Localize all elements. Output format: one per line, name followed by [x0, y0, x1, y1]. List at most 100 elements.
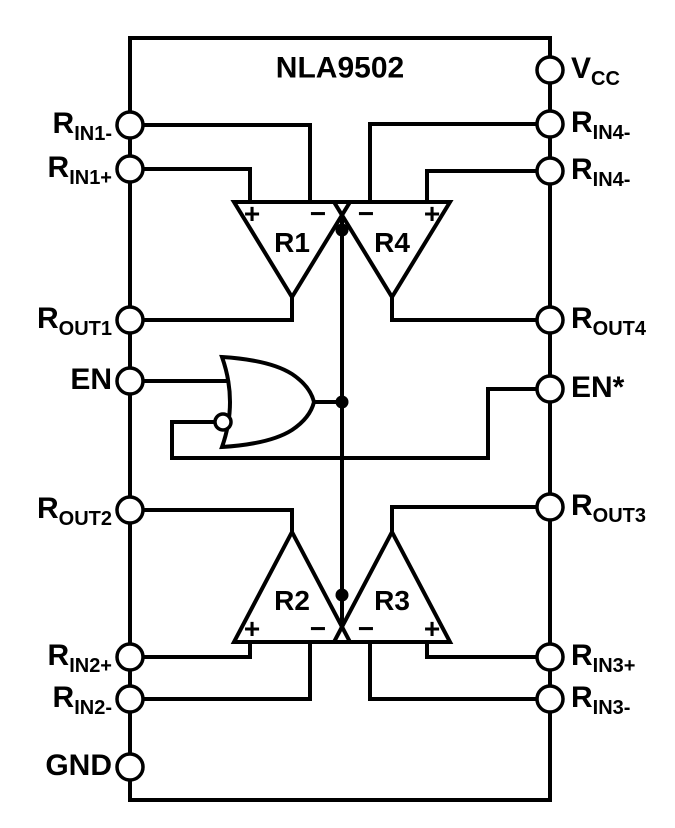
pin-label-sub: IN2- — [74, 696, 112, 719]
pin-label-sub: IN4- — [592, 168, 631, 191]
junction-dot-top — [335, 223, 349, 237]
pin-label-main: R — [571, 301, 593, 335]
pin-rin4-minus-1 — [535, 109, 565, 139]
pin-rin2-minus — [115, 684, 145, 714]
pin-rin1-minus — [115, 110, 145, 140]
amp-r2-triangle — [230, 527, 354, 644]
r1-minus-sign: − — [310, 198, 326, 229]
pin-label-en: EN — [70, 362, 112, 396]
r2-plus-sign: + — [244, 613, 260, 644]
pin-rin1-plus — [115, 154, 145, 184]
pin-label-main: R — [571, 638, 593, 672]
amp-r3-triangle — [330, 527, 454, 644]
junction-dot-middle — [335, 395, 349, 409]
pin-label-sub: OUT2 — [58, 507, 112, 530]
pin-label-sub: CC — [591, 67, 620, 90]
pin-label-rin1-plus: RIN1+ — [47, 150, 112, 188]
amp-label-r2: R2 — [274, 585, 310, 616]
r2-minus-sign: − — [310, 613, 326, 644]
pin-label-sub: IN1+ — [69, 166, 112, 189]
pin-label-main: R — [47, 638, 70, 672]
pin-label-rin1-minus: RIN1- — [52, 106, 112, 144]
pin-rout3 — [535, 492, 565, 522]
wire-rin3-plus — [425, 640, 537, 659]
r1-plus-sign: + — [244, 198, 260, 229]
pin-rin2-plus — [115, 642, 145, 672]
pin-en — [115, 366, 145, 396]
pin-label-en-star: EN* — [571, 370, 625, 404]
pin-label-rin2-minus: RIN2- — [52, 680, 112, 718]
pin-label-rin4-minus-2: RIN4- — [571, 152, 630, 190]
inverter-bubble — [213, 412, 233, 432]
pin-label-main: R — [571, 105, 593, 139]
pin-label-rin3-minus: RIN3- — [571, 680, 630, 718]
chip-title: NLA9502 — [275, 51, 405, 85]
pin-label-main: V — [571, 51, 592, 85]
pin-rin3-minus — [535, 684, 565, 714]
wire-rin2-plus — [143, 640, 252, 659]
pin-rin4-minus-2 — [535, 156, 565, 186]
wire-rin1-minus — [143, 123, 312, 204]
pin-label-gnd: GND — [45, 748, 112, 782]
amp-r1-triangle — [230, 200, 354, 301]
pin-label-sub: OUT4 — [592, 317, 647, 340]
pin-label-sub: IN3- — [592, 696, 631, 719]
pin-label-main: R — [36, 301, 59, 335]
pin-label-main: R — [52, 680, 75, 714]
wire-rout2 — [143, 508, 294, 534]
wire-rin1-plus — [143, 167, 252, 204]
pin-label-sub: IN1- — [74, 122, 112, 145]
pin-gnd — [115, 752, 145, 782]
pin-label-sub: IN2+ — [69, 654, 112, 677]
junction-dot-bottom — [335, 588, 349, 602]
pin-label-sub: IN4- — [592, 121, 631, 144]
r4-minus-sign: − — [358, 198, 374, 229]
pin-rout1 — [115, 305, 145, 335]
chip-outline — [128, 36, 552, 802]
r3-minus-sign: − — [358, 613, 374, 644]
wire-rin4-minus-1 — [368, 122, 537, 204]
amp-r4-triangle — [330, 200, 454, 301]
pin-label-main: R — [47, 150, 70, 184]
pin-label-main: EN — [70, 362, 112, 396]
pin-label-main: R — [571, 680, 593, 714]
pin-label-main: R — [36, 491, 59, 525]
pin-label-main: R — [571, 152, 593, 186]
pin-rin3-plus — [535, 642, 565, 672]
amp-label-r1: R1 — [274, 227, 310, 258]
pin-label-main: EN* — [571, 370, 625, 404]
enable-gate — [219, 354, 317, 450]
wire-rout3 — [390, 505, 537, 534]
pin-label-main: GND — [45, 748, 112, 782]
wire-en-star — [170, 387, 537, 460]
pin-label-main: R — [52, 106, 75, 140]
pin-rout2 — [115, 495, 145, 525]
pin-label-rin3-plus: RIN3+ — [571, 638, 635, 676]
pin-en-star — [535, 374, 565, 404]
amp-r2-fill — [234, 532, 350, 642]
wire-rin2-minus — [143, 640, 312, 701]
pin-rout4 — [535, 305, 565, 335]
wire-rout4 — [390, 295, 537, 322]
r4-plus-sign: + — [424, 198, 440, 229]
pin-label-rin4-minus-1: RIN4- — [571, 105, 630, 143]
amp-r3-fill — [334, 532, 450, 642]
amp-label-r3: R3 — [374, 585, 410, 616]
pin-label-rout3: ROUT3 — [571, 488, 646, 526]
r3-plus-sign: + — [424, 613, 440, 644]
amp-r1-fill — [234, 202, 350, 297]
pin-label-vcc: VCC — [571, 51, 620, 89]
pin-vcc — [535, 55, 565, 85]
pin-label-rout1: ROUT1 — [36, 301, 112, 339]
pin-label-main: R — [571, 488, 593, 522]
wire-rin3-minus — [368, 640, 537, 701]
pin-label-rin2-plus: RIN2+ — [47, 638, 112, 676]
pin-label-sub: IN3+ — [592, 654, 636, 677]
amp-label-r4: R4 — [374, 227, 410, 258]
pin-label-rout4: ROUT4 — [571, 301, 646, 339]
wire-rout1 — [143, 295, 294, 322]
amp-r4-fill — [334, 202, 450, 297]
pin-label-sub: OUT1 — [58, 317, 112, 340]
